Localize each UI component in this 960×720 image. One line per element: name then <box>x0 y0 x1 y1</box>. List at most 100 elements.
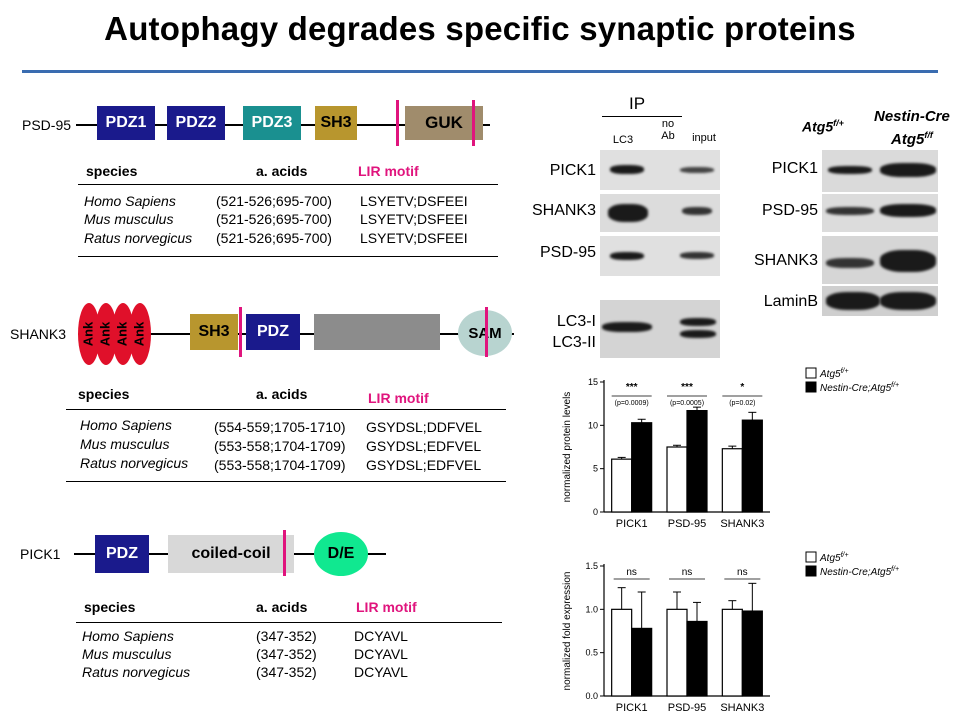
legend-swatch <box>805 565 817 577</box>
table-cell-acids: (553-558;1704-1709) <box>214 438 346 454</box>
pick1-label: PICK1 <box>20 546 61 562</box>
table-cell-lir: GSYDSL;EDFVEL <box>366 438 482 454</box>
ko-panel-shank3 <box>822 236 938 284</box>
table-header-species: species <box>84 599 136 615</box>
table-rule-bottom <box>78 256 498 257</box>
ko-row-pick1: PICK1 <box>771 160 818 177</box>
table-header-species: species <box>86 163 138 179</box>
table-cell-lir: DCYAVL <box>354 646 408 662</box>
bar <box>666 446 688 513</box>
y-tick-label: 10 <box>588 420 598 430</box>
ank-label: Ank <box>80 321 95 346</box>
x-tick-label: PSD-95 <box>668 702 707 714</box>
ip-panel-pick1 <box>600 150 720 190</box>
bar <box>721 608 743 697</box>
table-rule-top <box>76 622 502 623</box>
table-cell-lir: LSYETV;DSFEEI <box>360 193 468 209</box>
ip-panel-psd95 <box>600 236 720 276</box>
ank-label: Ank <box>97 321 112 346</box>
pick1-coiled-coil-domain: coiled-coil <box>168 535 294 573</box>
table-header-acids: a. acids <box>256 163 308 179</box>
table-cell-lir: GSYDSL;EDFVEL <box>366 457 482 473</box>
bar <box>611 608 633 697</box>
ank-repeat <box>112 303 134 365</box>
ip-col-lc3: LC3 <box>612 134 634 146</box>
table-cell-acids: (553-558;1704-1709) <box>214 457 346 473</box>
pick1-pdz-domain: PDZ <box>95 535 149 573</box>
table-cell-acids: (521-526;695-700) <box>216 211 332 227</box>
x-tick-label: PSD-95 <box>668 518 707 530</box>
legend-label: Atg5f/+ <box>819 368 849 380</box>
pick1-table: species a. acids LIR motif Homo Sapiens … <box>76 594 502 680</box>
bar <box>631 627 653 697</box>
y-tick-label: 0.5 <box>585 648 598 658</box>
bar <box>631 422 653 513</box>
shank3-table: species a. acids LIR motif Homo Sapiens … <box>66 383 506 483</box>
ko-col2-line1: Nestin-Cre <box>874 108 950 125</box>
table-header-lir: LIR motif <box>368 390 429 406</box>
bar <box>721 448 743 513</box>
y-tick-label: 0 <box>593 507 598 517</box>
x-tick-label: SHANK3 <box>720 518 764 530</box>
ko-panel-pick1 <box>822 150 938 192</box>
table-header-lir: LIR motif <box>358 163 419 179</box>
bar <box>741 610 763 697</box>
table-header-lir: LIR motif <box>356 599 417 615</box>
x-tick-label: SHANK3 <box>720 702 764 714</box>
psd95-pdz1-domain: PDZ1 <box>97 106 155 140</box>
table-cell-species: Homo Sapiens <box>80 417 172 433</box>
legend-swatch <box>805 367 817 379</box>
legend-label: Nestin-Cre;Atg5f/+ <box>820 566 899 578</box>
y-tick-label: 1.0 <box>585 604 598 614</box>
ip-row-psd95: PSD-95 <box>539 244 596 261</box>
title-rule <box>22 70 938 73</box>
ko-col2-main: Atg5 <box>891 131 925 148</box>
ip-header: IP <box>629 94 646 113</box>
ip-row-pick1: PICK1 <box>549 162 596 179</box>
pick1-lir-marker <box>283 530 286 576</box>
table-cell-acids: (554-559;1705-1710) <box>214 419 346 435</box>
ip-panel-shank3 <box>600 194 720 232</box>
legend-swatch <box>805 551 817 563</box>
ank-repeat <box>78 303 100 365</box>
table-cell-species: Ratus norvegicus <box>84 230 193 246</box>
table-header-acids: a. acids <box>256 599 308 615</box>
table-rule-bottom <box>66 481 506 482</box>
ko-col-nestin-cre: Nestin-Cre Atg5f/f <box>874 108 950 149</box>
table-header-acids: a. acids <box>256 386 308 402</box>
ip-header-rule <box>602 116 682 117</box>
table-cell-acids: (347-352) <box>256 628 317 644</box>
significance-stars: *** <box>681 382 693 393</box>
ko-col1-sup: f/+ <box>833 118 844 128</box>
bar <box>611 458 633 513</box>
table-cell-lir: DCYAVL <box>354 664 408 680</box>
bar <box>686 620 708 697</box>
ko-panel-psd95 <box>822 194 938 232</box>
psd95-table: species a. acids LIR motif Homo Sapiens … <box>78 160 498 260</box>
table-cell-acids: (521-526;695-700) <box>216 193 332 209</box>
y-axis-label: normalized fold expression <box>562 572 573 691</box>
legend-swatch <box>805 381 817 393</box>
p-value: (p=0.02) <box>729 400 755 407</box>
ko-col-atg5-fplus: Atg5f/+ <box>802 118 844 135</box>
ko-row-laminb: LaminB <box>763 293 818 310</box>
ank-label: Ank <box>114 321 129 346</box>
ip-row-lc3i: LC3-I <box>556 313 596 330</box>
psd95-pdz3-domain: PDZ3 <box>243 106 301 140</box>
table-header-species: species <box>78 386 130 402</box>
table-rule-top <box>66 409 506 410</box>
table-cell-species: Mus musculus <box>82 646 172 662</box>
psd95-lir-marker-1 <box>396 100 399 146</box>
ip-col-input: input <box>692 132 716 144</box>
y-tick-label: 5 <box>593 464 598 474</box>
y-axis-label: normalized protein levels <box>562 392 573 503</box>
table-cell-lir: DCYAVL <box>354 628 408 644</box>
table-cell-species: Mus musculus <box>80 436 170 452</box>
table-cell-acids: (521-526;695-700) <box>216 230 332 246</box>
bar <box>686 409 708 513</box>
legend-label: Atg5f/+ <box>819 552 849 564</box>
p-value: (p=0.0005) <box>670 400 704 407</box>
table-cell-lir: LSYETV;DSFEEI <box>360 230 468 246</box>
psd95-guk-domain: GUK <box>405 106 483 140</box>
